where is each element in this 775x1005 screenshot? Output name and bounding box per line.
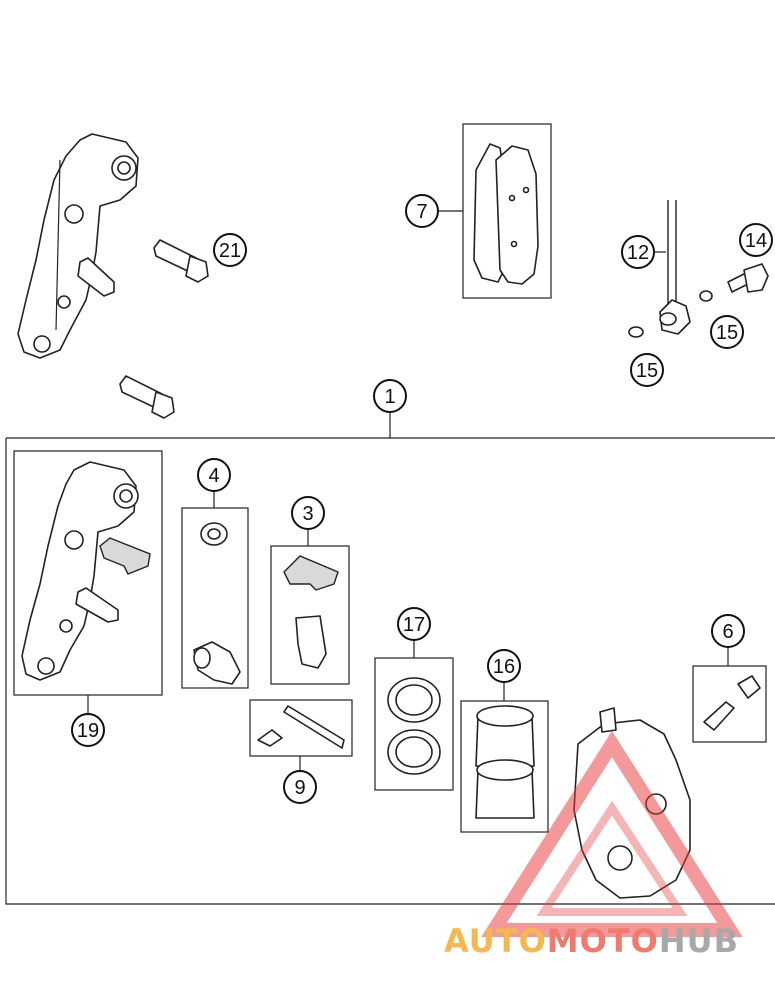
svg-text:4: 4 — [208, 465, 219, 487]
pin-kit-9 — [249, 699, 353, 757]
callout-9: 9 — [283, 756, 317, 804]
svg-text:6: 6 — [722, 621, 733, 643]
caliper-bracket-19 — [13, 450, 163, 696]
caliper-body — [573, 707, 691, 899]
svg-text:16: 16 — [493, 656, 515, 678]
pad-spring-kit-3 — [270, 545, 350, 685]
caliper-bracket-loose — [17, 133, 139, 359]
svg-text:14: 14 — [745, 230, 767, 252]
watermark-text: AUTOMOTOHUB — [444, 922, 739, 960]
callout-14: 14 — [739, 223, 773, 257]
svg-text:19: 19 — [77, 720, 99, 742]
callout-21: 21 — [213, 233, 247, 267]
svg-text:21: 21 — [219, 240, 241, 262]
bleed-screw-set-6 — [692, 665, 767, 743]
callout-15-right: 15 — [710, 315, 744, 349]
callout-19: 19 — [71, 695, 105, 747]
brake-line-assembly — [628, 200, 769, 338]
callout-6: 6 — [711, 614, 745, 666]
piston-seals-17 — [374, 657, 454, 791]
svg-text:15: 15 — [716, 322, 738, 344]
svg-text:7: 7 — [416, 201, 427, 223]
callout-4: 4 — [197, 458, 231, 508]
svg-text:3: 3 — [302, 503, 313, 525]
svg-text:9: 9 — [294, 777, 305, 799]
bolt-21-upper — [153, 239, 209, 283]
svg-text:15: 15 — [636, 360, 658, 382]
pistons-16 — [460, 700, 549, 833]
bolt-21-lower — [119, 375, 175, 419]
callout-1: 1 — [373, 379, 407, 413]
svg-text:12: 12 — [627, 242, 649, 264]
watermark-logo — [481, 730, 743, 937]
callout-3: 3 — [291, 496, 325, 546]
callout-16: 16 — [487, 649, 521, 701]
svg-text:1: 1 — [384, 386, 395, 408]
brake-pads-7 — [462, 123, 552, 299]
svg-text:17: 17 — [403, 614, 425, 636]
callout-15-left: 15 — [630, 353, 664, 387]
callout-12: 12 — [621, 235, 666, 269]
callout-17: 17 — [397, 607, 431, 658]
seal-kit-4 — [181, 507, 249, 689]
callout-7: 7 — [405, 194, 463, 228]
